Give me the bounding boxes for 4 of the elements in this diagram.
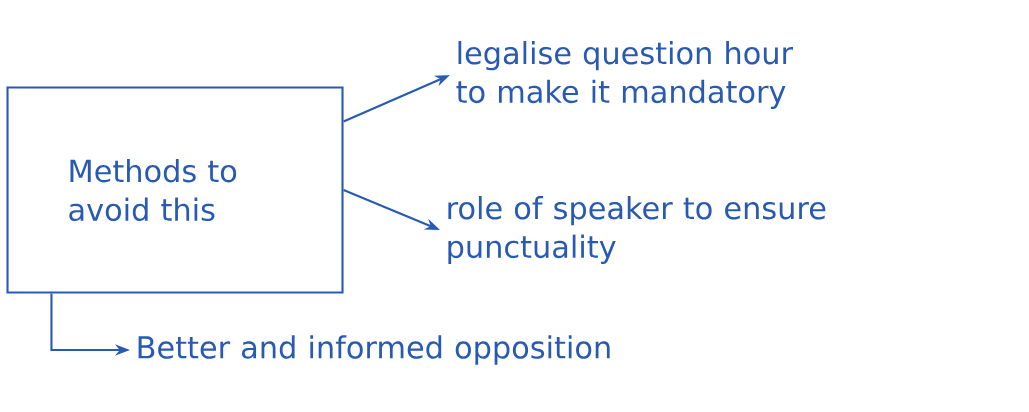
note-text: legalise question hour to make it mandatory (456, 40, 794, 109)
note-text: Better and informed opposition (138, 335, 610, 365)
note-text: role of speaker to ensure punctuality (448, 195, 826, 264)
process-box: Methods to avoid this (6, 86, 344, 294)
